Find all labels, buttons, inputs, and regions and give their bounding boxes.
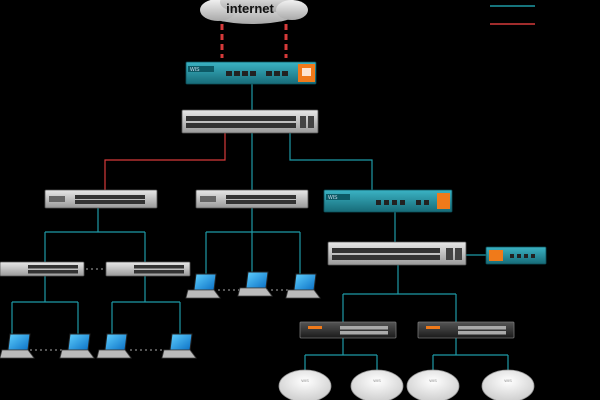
laptop-icon bbox=[96, 333, 132, 359]
access-point-icon: WIS bbox=[481, 369, 535, 400]
poe-access-switch-2 bbox=[417, 321, 515, 339]
links bbox=[11, 24, 509, 372]
laptop-6 bbox=[237, 271, 273, 297]
ac-controller: WIS bbox=[323, 189, 453, 213]
access-point-4: WIS bbox=[481, 369, 535, 400]
switch-icon bbox=[105, 261, 191, 277]
legend bbox=[490, 5, 535, 25]
laptop-3 bbox=[96, 333, 132, 359]
router-icon: WIS bbox=[323, 189, 453, 213]
core-switch bbox=[181, 109, 319, 134]
link-core-left bbox=[104, 133, 226, 190]
gateway-device bbox=[485, 246, 547, 265]
laptop-7 bbox=[285, 273, 321, 299]
poe-access-switch-1 bbox=[299, 321, 397, 339]
laptop-icon bbox=[161, 333, 197, 359]
router-icon bbox=[485, 246, 547, 265]
laptop-icon bbox=[285, 273, 321, 299]
access-switch-1 bbox=[0, 261, 85, 277]
switch-icon bbox=[0, 261, 85, 277]
access-point-2: WIS bbox=[350, 369, 404, 400]
switch-icon bbox=[417, 321, 515, 339]
ap-brand-label: WIS bbox=[373, 378, 381, 383]
cloud-icon bbox=[200, 0, 308, 24]
controller-brand-label: WIS bbox=[328, 195, 338, 201]
ap-brand-label: WIS bbox=[301, 378, 309, 383]
laptop-2 bbox=[59, 333, 95, 359]
ap-brand-label: WIS bbox=[429, 378, 437, 383]
router-icon: WIS bbox=[185, 61, 317, 85]
access-switch-2 bbox=[105, 261, 191, 277]
laptop-icon bbox=[0, 333, 35, 359]
aggregation-switch-left bbox=[44, 189, 158, 209]
access-point-3: WIS bbox=[406, 369, 460, 400]
router-brand-label: WIS bbox=[190, 67, 200, 73]
link-core-controller bbox=[289, 133, 373, 190]
switch-icon bbox=[181, 109, 319, 134]
laptop-4 bbox=[161, 333, 197, 359]
internet-cloud: internet bbox=[200, 0, 308, 24]
access-point-icon: WIS bbox=[406, 369, 460, 400]
poe-switch-main bbox=[327, 241, 467, 266]
laptop-5 bbox=[185, 273, 221, 299]
access-point-icon: WIS bbox=[350, 369, 404, 400]
laptop-icon bbox=[59, 333, 95, 359]
access-point-icon: WIS bbox=[278, 369, 332, 400]
switch-icon bbox=[195, 189, 309, 209]
laptop-icon bbox=[185, 273, 221, 299]
internet-label: internet bbox=[226, 1, 274, 16]
access-point-1: WIS bbox=[278, 369, 332, 400]
aggregation-switch-middle bbox=[195, 189, 309, 209]
egress-router: WIS bbox=[185, 61, 317, 85]
switch-icon bbox=[44, 189, 158, 209]
laptop-1 bbox=[0, 333, 35, 359]
switch-icon bbox=[299, 321, 397, 339]
laptop-icon bbox=[237, 271, 273, 297]
ap-brand-label: WIS bbox=[504, 378, 512, 383]
switch-icon bbox=[327, 241, 467, 266]
